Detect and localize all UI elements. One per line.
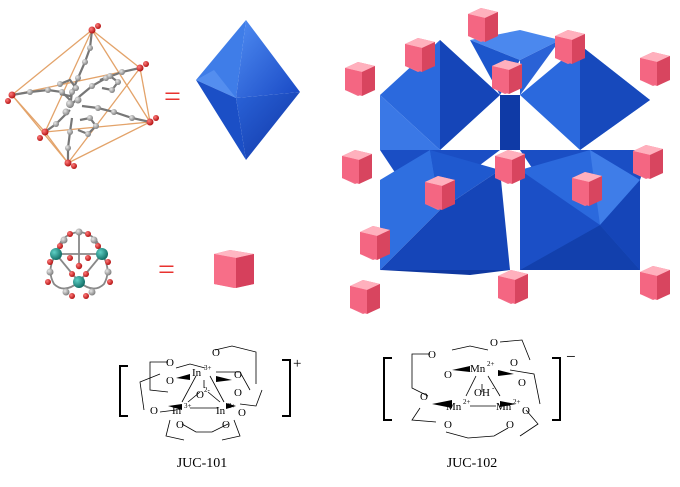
svg-text:O: O bbox=[518, 377, 526, 389]
charge-101: + bbox=[293, 356, 301, 372]
juc-101-structural-formula: + O O O O O O bbox=[120, 346, 301, 440]
svg-text:O: O bbox=[428, 349, 436, 361]
left-bracket-101 bbox=[120, 366, 128, 416]
octahedron-polyhedron bbox=[196, 20, 300, 160]
svg-text:2-: 2- bbox=[204, 386, 211, 394]
metal-label-left-101: In bbox=[172, 405, 182, 417]
svg-text:2+: 2+ bbox=[463, 398, 471, 406]
juc-102-structural-formula: − O O O O O O O O O Mn 2+ bbox=[384, 337, 576, 438]
svg-text:3+: 3+ bbox=[184, 402, 192, 410]
charge-102: − bbox=[566, 347, 576, 366]
svg-text:O: O bbox=[510, 357, 518, 369]
metal-label-right-102: Mn bbox=[496, 401, 512, 413]
svg-text:O: O bbox=[506, 419, 514, 431]
caption-juc-101: JUC-101 bbox=[142, 456, 262, 472]
svg-text:O: O bbox=[490, 337, 498, 349]
caption-juc-102: JUC-102 bbox=[412, 456, 532, 472]
svg-text:O: O bbox=[222, 419, 230, 431]
svg-text:3+: 3+ bbox=[228, 402, 236, 410]
svg-text:O: O bbox=[234, 369, 242, 381]
center-label-102: OH bbox=[474, 387, 490, 399]
svg-text:O: O bbox=[150, 405, 158, 417]
svg-text:O: O bbox=[238, 407, 246, 419]
svg-text:O: O bbox=[444, 369, 452, 381]
right-bracket-101 bbox=[282, 360, 290, 416]
svg-text:3+: 3+ bbox=[204, 364, 212, 372]
svg-text:O: O bbox=[166, 375, 174, 387]
metal-label-top-101: In bbox=[192, 367, 202, 379]
equals-sign-prism: = bbox=[158, 253, 175, 286]
svg-text:-: - bbox=[492, 384, 495, 392]
trinuclear-cluster-ball-and-stick bbox=[45, 229, 113, 300]
svg-text:O: O bbox=[420, 391, 428, 403]
svg-text:O: O bbox=[176, 419, 184, 431]
framework-polyhedral-packing bbox=[342, 8, 670, 314]
metal-label-top-102: Mn bbox=[470, 363, 486, 375]
svg-text:2+: 2+ bbox=[487, 360, 495, 368]
trigonal-prism-polyhedron bbox=[214, 250, 254, 288]
svg-text:O: O bbox=[166, 357, 174, 369]
metal-label-left-102: Mn bbox=[446, 401, 462, 413]
svg-text:O: O bbox=[522, 405, 530, 417]
metal-label-right-101: In bbox=[216, 405, 226, 417]
left-bracket-102 bbox=[384, 358, 392, 420]
right-bracket-102 bbox=[552, 358, 560, 420]
octahedral-cage-ball-and-stick bbox=[5, 23, 159, 169]
svg-text:O: O bbox=[234, 387, 242, 399]
center-label-101: O bbox=[196, 389, 204, 401]
svg-text:2+: 2+ bbox=[513, 398, 521, 406]
svg-text:O: O bbox=[212, 347, 220, 359]
equals-sign-octahedron: = bbox=[164, 80, 181, 113]
svg-text:O: O bbox=[444, 419, 452, 431]
